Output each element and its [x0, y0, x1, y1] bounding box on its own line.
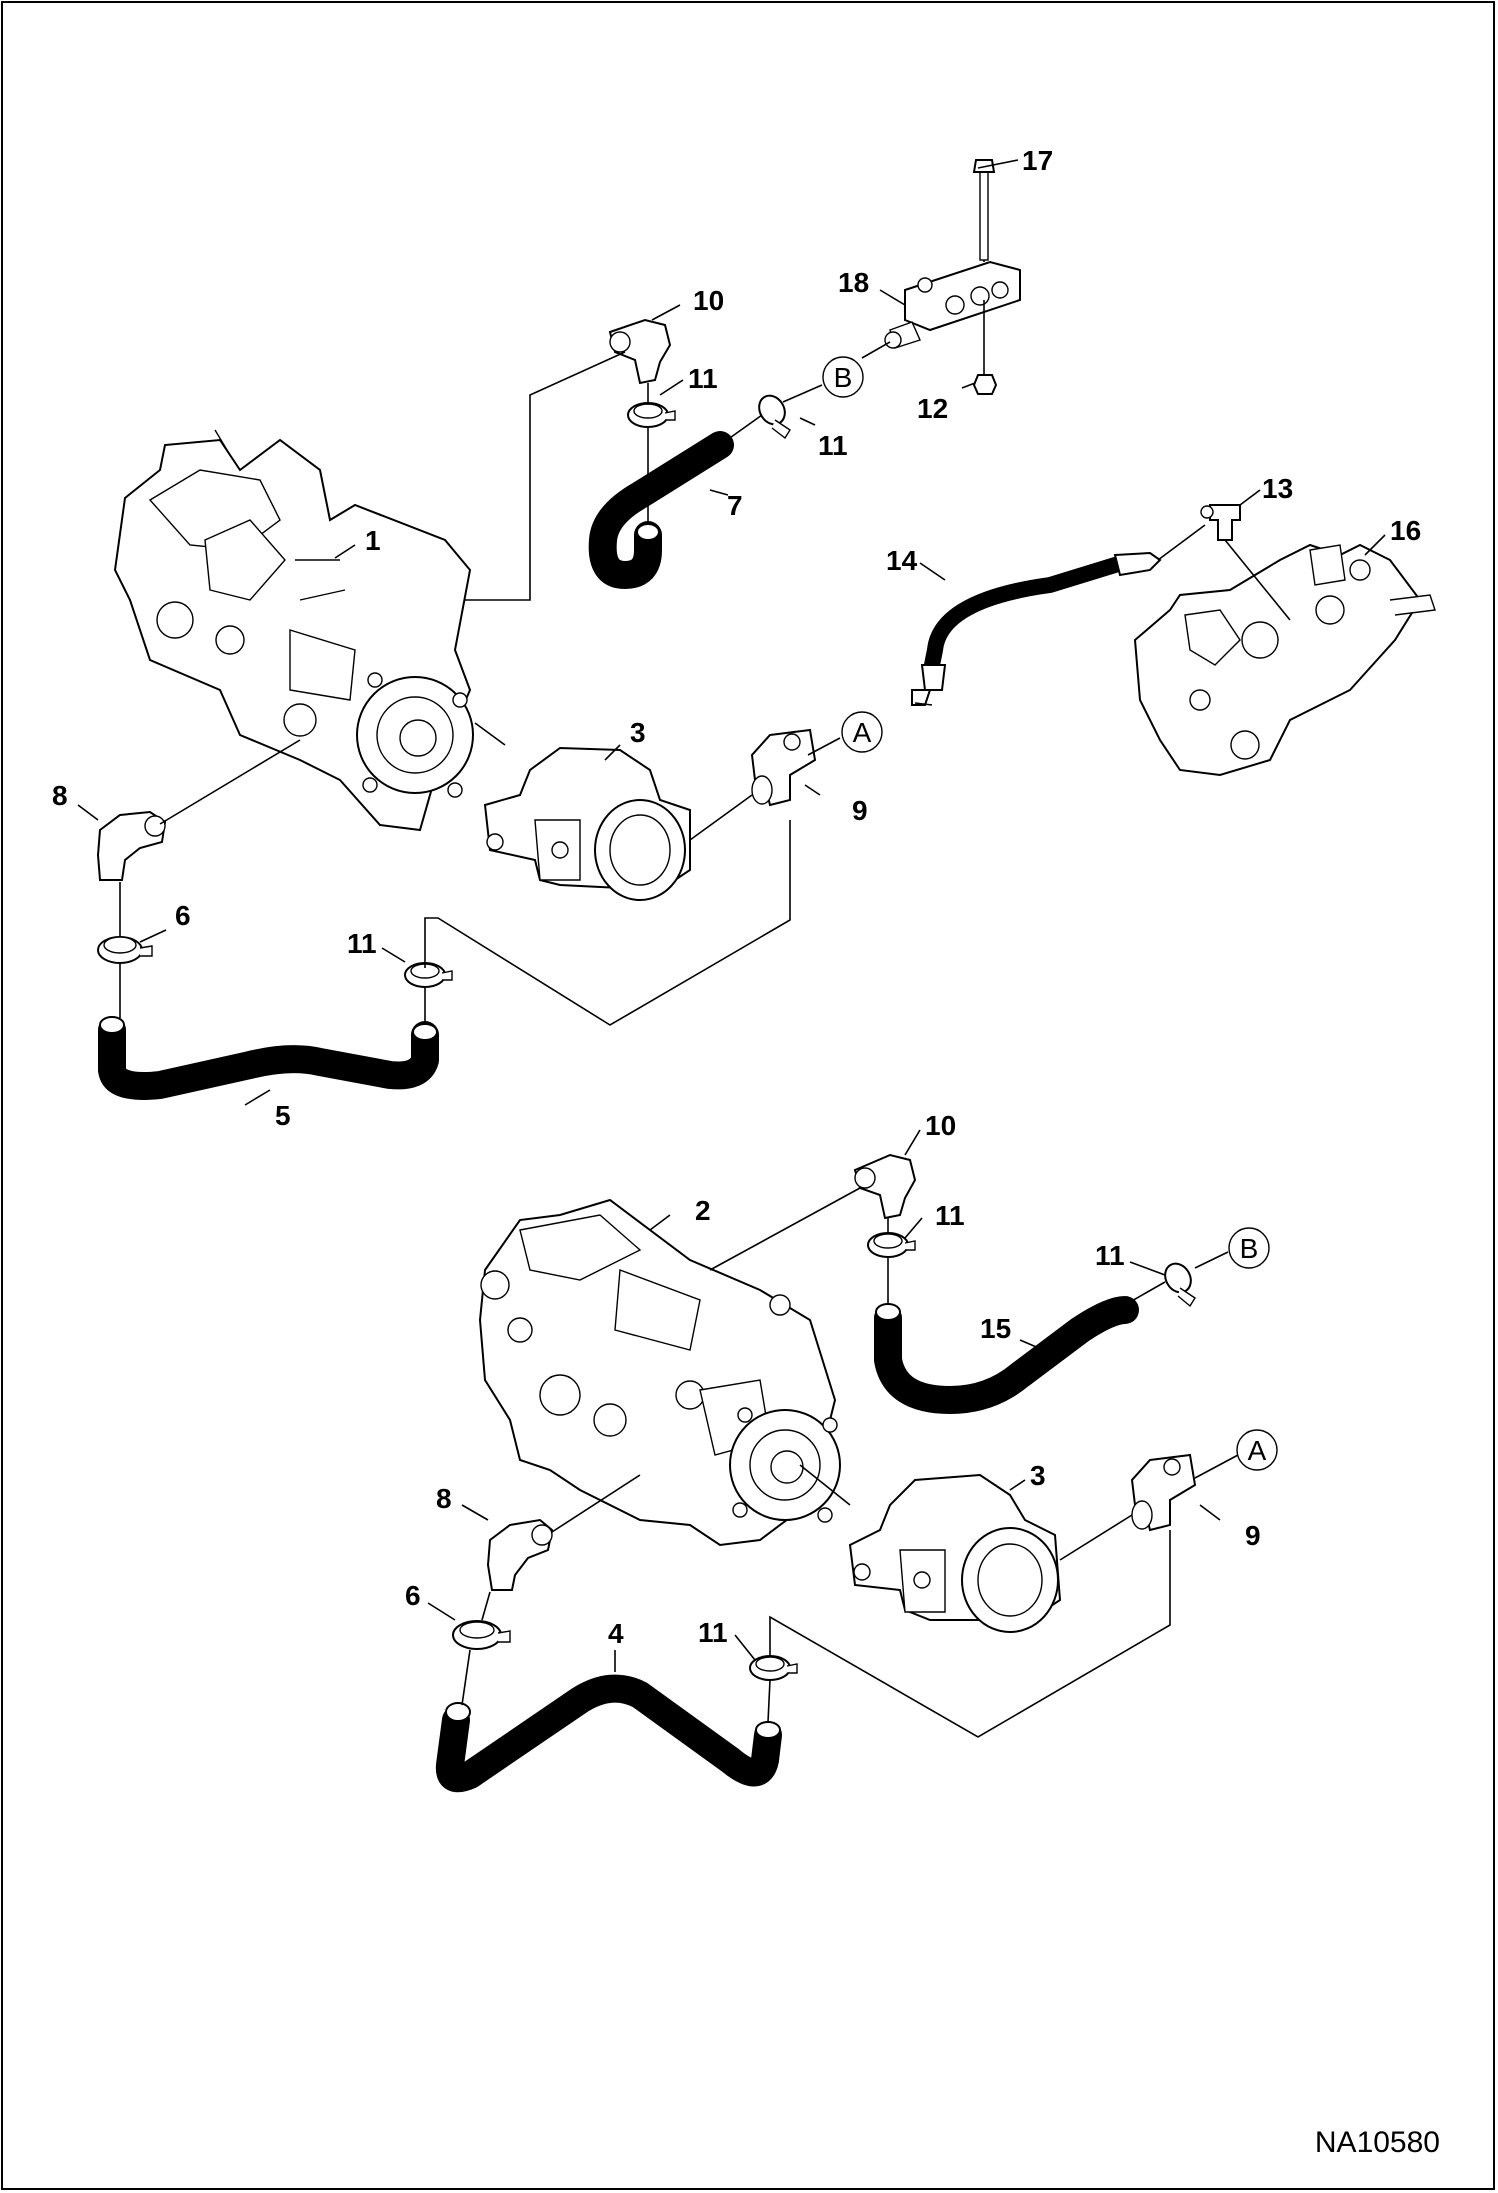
- hose-15: [874, 1296, 1139, 1414]
- callout-11c-bottom: 11: [698, 1617, 728, 1648]
- callout-7: 7: [727, 490, 743, 521]
- figure-reference: NA10580: [1315, 2126, 1440, 2159]
- hose-clamp-top-11b: [758, 394, 791, 440]
- svg-text:A: A: [1248, 1435, 1267, 1466]
- connector-A-top: A: [841, 711, 883, 753]
- hose-clamp-bottom-11c: [749, 1655, 798, 1681]
- callout-11b: 11: [818, 430, 848, 461]
- leader-lines-top: [119, 260, 1291, 1026]
- tee-fitting-13: [1200, 504, 1241, 541]
- svg-text:A: A: [853, 717, 872, 748]
- hose-clamp-top-11c: [404, 962, 453, 988]
- callout-18: 18: [838, 267, 869, 298]
- leader-lines-bottom: [461, 1187, 1239, 1738]
- callout-11c: 11: [347, 928, 377, 959]
- callouts-bottom: 10 2 11 11 15 3 8 9 6 4 11: [405, 1110, 1261, 1649]
- callout-9-bottom: 9: [1245, 1520, 1261, 1551]
- callout-8: 8: [52, 780, 68, 811]
- callout-2: 2: [695, 1195, 711, 1226]
- svg-text:B: B: [834, 362, 853, 393]
- connector-B-top: B: [822, 356, 864, 398]
- elbow-fitting-top: [96, 810, 167, 881]
- hydrostatic-pump-bottom: [478, 1198, 841, 1547]
- hydrostatic-pump-top: [113, 429, 474, 832]
- callout-13: 13: [1262, 473, 1293, 504]
- callout-4: 4: [608, 1618, 624, 1649]
- elbow-fitting-10-top: [608, 318, 672, 385]
- manifold-block-18: [884, 260, 1021, 349]
- svg-text:B: B: [1240, 1233, 1259, 1264]
- hose-4: [435, 1674, 782, 1793]
- drive-motor-top: [483, 746, 691, 901]
- callout-6: 6: [175, 900, 191, 931]
- callout-16: 16: [1390, 515, 1421, 546]
- hose-14: [911, 551, 1162, 706]
- callout-ticks-top: [77, 159, 1386, 1106]
- callout-6-bottom: 6: [405, 1580, 421, 1611]
- callout-12: 12: [917, 393, 948, 424]
- drive-motor-bottom: [848, 1473, 1062, 1633]
- callout-14: 14: [886, 545, 918, 576]
- callout-17: 17: [1022, 145, 1053, 176]
- hose-clamp-bottom-11b: [1164, 1262, 1196, 1308]
- elbow-fitting-10-bottom: [853, 1153, 917, 1220]
- connector-A-bottom: A: [1236, 1429, 1278, 1471]
- callout-11a-bottom: 11: [935, 1200, 965, 1231]
- callout-11b-bottom: 11: [1095, 1240, 1125, 1271]
- callout-9: 9: [852, 795, 868, 826]
- callout-3: 3: [630, 717, 646, 748]
- hose-5: [98, 1016, 439, 1100]
- callout-5: 5: [275, 1100, 291, 1131]
- callout-10-bottom: 10: [925, 1110, 956, 1141]
- callout-1: 1: [365, 525, 381, 556]
- bolt-17: [972, 159, 996, 261]
- hose-7: [588, 431, 734, 589]
- callouts-top: 17 18 10 11 12 11 13 7 16 1 14 3 8 9 6 1…: [52, 145, 1421, 1131]
- hose-clamp-top-11a: [627, 402, 676, 428]
- callout-11a: 11: [688, 363, 718, 394]
- hose-clamp-bottom-11a: [867, 1232, 916, 1258]
- valve-assembly-16: [1133, 543, 1436, 777]
- callout-8-bottom: 8: [436, 1483, 452, 1514]
- callout-10: 10: [693, 285, 724, 316]
- callout-15: 15: [980, 1313, 1011, 1344]
- tee-fitting-9-bottom: [1130, 1453, 1197, 1532]
- elbow-fitting-bottom: [486, 1518, 554, 1591]
- hose-clamp-bottom-6: [452, 1620, 511, 1650]
- callout-ticks-bottom: [427, 1129, 1221, 1672]
- connector-B-bottom: B: [1228, 1227, 1270, 1269]
- tee-fitting-9-top: [750, 728, 817, 807]
- callout-3-bottom: 3: [1030, 1460, 1046, 1491]
- nut-12: [972, 374, 998, 395]
